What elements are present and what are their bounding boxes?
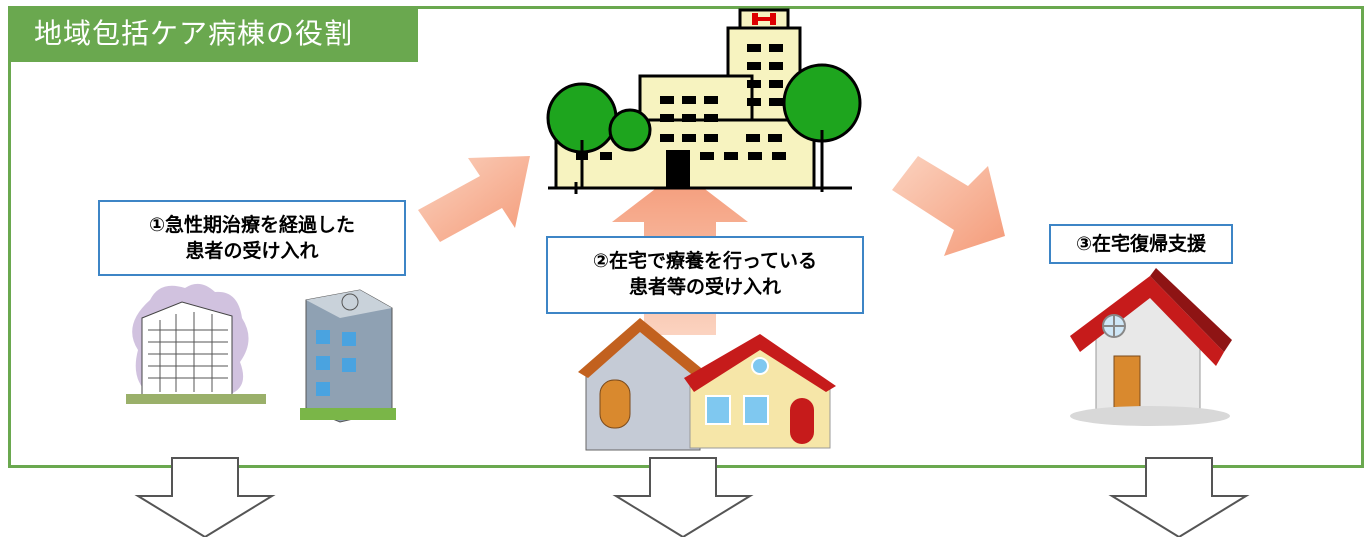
diagram-title: 地域包括ケア病棟の役割 [8, 6, 418, 62]
homes-icon [578, 318, 836, 451]
role-label-acute: ①急性期治療を経過した 患者の受け入れ [98, 200, 406, 276]
acute-hospital-icon [126, 283, 396, 423]
arrow-to-home-right [892, 156, 1005, 256]
hospital-icon [546, 8, 862, 194]
role-label-home-care-line2: 患者等の受け入れ [628, 276, 781, 298]
down-arrow-right [1108, 457, 1250, 537]
role-label-home-care-line1: ②在宅で療養を行っている [592, 250, 818, 272]
arrow-to-hospital-left [418, 156, 530, 242]
role-label-acute-line2: 患者の受け入れ [185, 240, 319, 262]
down-arrow-center [612, 457, 754, 537]
down-arrow-left [134, 457, 276, 537]
role-label-home-return: ③在宅復帰支援 [1049, 224, 1233, 264]
role-label-home-care: ②在宅で療養を行っている 患者等の受け入れ [546, 236, 864, 314]
role-label-acute-line1: ①急性期治療を経過した [148, 214, 356, 236]
role-label-home-return-line1: ③在宅復帰支援 [1075, 233, 1207, 255]
home-icon [1070, 268, 1232, 426]
